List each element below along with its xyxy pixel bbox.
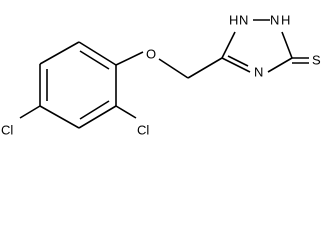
structure-canvas: O H N N H N S Cl Cl — [1, 13, 321, 138]
n2-hydrogen-label: H — [281, 13, 290, 28]
bond-ring-o — [115, 51, 144, 66]
n1-hydrogen-label: H — [229, 13, 238, 28]
triazole-bond — [221, 31, 236, 59]
bond-ring-cl-right — [115, 105, 137, 119]
bond-ring-cl-left — [19, 105, 41, 119]
triazole-ring — [221, 19, 309, 73]
triazole-bond — [267, 57, 293, 73]
n1-nitrogen-label: N — [239, 13, 248, 28]
benzene-ring — [39, 41, 117, 129]
bond-ch2-c5 — [187, 57, 223, 79]
triazole-bond-inner — [227, 55, 249, 67]
bond-o-ch2 — [158, 58, 189, 79]
n4-nitrogen-label: N — [254, 65, 263, 80]
ring-bond — [39, 105, 80, 129]
ring-bond-inner — [79, 100, 110, 120]
chemical-structure: O H N N H N S Cl Cl — [1, 13, 321, 138]
chlorine-label-left: Cl — [1, 123, 13, 138]
n2-nitrogen-label: N — [270, 13, 279, 28]
ring-bond — [78, 41, 117, 66]
oxygen-label: O — [146, 47, 156, 62]
triazole-bond — [221, 57, 251, 73]
ring-bond — [39, 41, 80, 65]
ring-bond-inner — [79, 50, 110, 70]
triazole-bond — [281, 31, 293, 59]
chlorine-label-right: Cl — [137, 123, 149, 138]
ring-bond — [78, 105, 117, 129]
sulfur-label: S — [312, 53, 321, 68]
